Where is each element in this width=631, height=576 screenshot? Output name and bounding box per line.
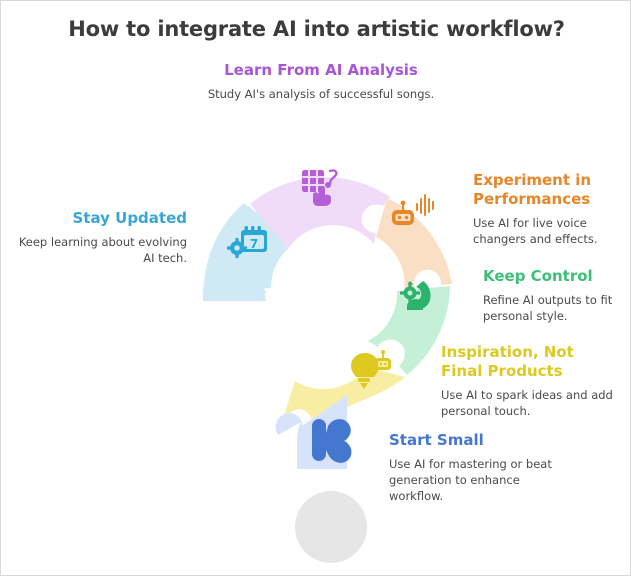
note-experiment-in-performances: Experiment in Performances Use AI for li… [473,171,625,247]
note-keep-control: Keep Control Refine AI outputs to fit pe… [483,267,629,324]
note-start-small: Start Small Use AI for mastering or beat… [389,431,565,505]
note-inspiration-not-final-products: Inspiration, Not Final Products Use AI t… [441,343,613,419]
note-title-keep-control: Keep Control [483,267,593,285]
segment-experiment-in-performances[interactable] [376,194,452,292]
note-body-experiment-in-performances: Use AI for live voice changers and effec… [473,215,598,246]
note-title-stay-updated: Stay Updated [72,209,188,227]
segment-start-small[interactable] [275,395,352,469]
chart-music-hand-icon [302,169,338,206]
note-body-keep-control: Refine AI outputs to fit personal style. [483,292,613,324]
k-block-icon [312,419,352,463]
segment-learn-from-ai-analysis[interactable] [250,169,390,249]
note-body-inspiration-not-final-products: Use AI to spark ideas and add personal t… [441,387,613,418]
note-title-start-small: Start Small [389,431,484,449]
note-body-start-small: Use AI for mastering or beat generation … [389,456,552,504]
lightbulb-robot-icon [351,350,391,389]
svg-text:7: 7 [250,237,258,251]
note-stay-updated: Stay Updated Keep learning about evolvin… [9,209,187,266]
calendar-gear-icon: 7 [227,226,267,258]
note-learn-from-ai-analysis: Learn From AI Analysis Study AI's analys… [206,61,436,102]
robot-soundwave-icon [392,194,434,225]
note-title-experiment-in-performances: Experiment in Performances [473,171,592,208]
gear-hand-icon [400,280,431,311]
question-mark-dot [295,491,367,563]
note-body-stay-updated: Keep learning about evolving AI tech. [18,234,187,266]
segment-keep-control[interactable] [368,280,450,375]
note-title-learn-from-ai-analysis: Learn From AI Analysis [224,61,418,79]
page-title: How to integrate AI into artistic workfl… [68,17,565,41]
segment-stay-updated[interactable]: 7 [202,203,289,301]
note-title-inspiration-not-final-products: Inspiration, Not Final Products [441,343,574,380]
note-body-learn-from-ai-analysis: Study AI's analysis of successful songs. [207,86,435,101]
